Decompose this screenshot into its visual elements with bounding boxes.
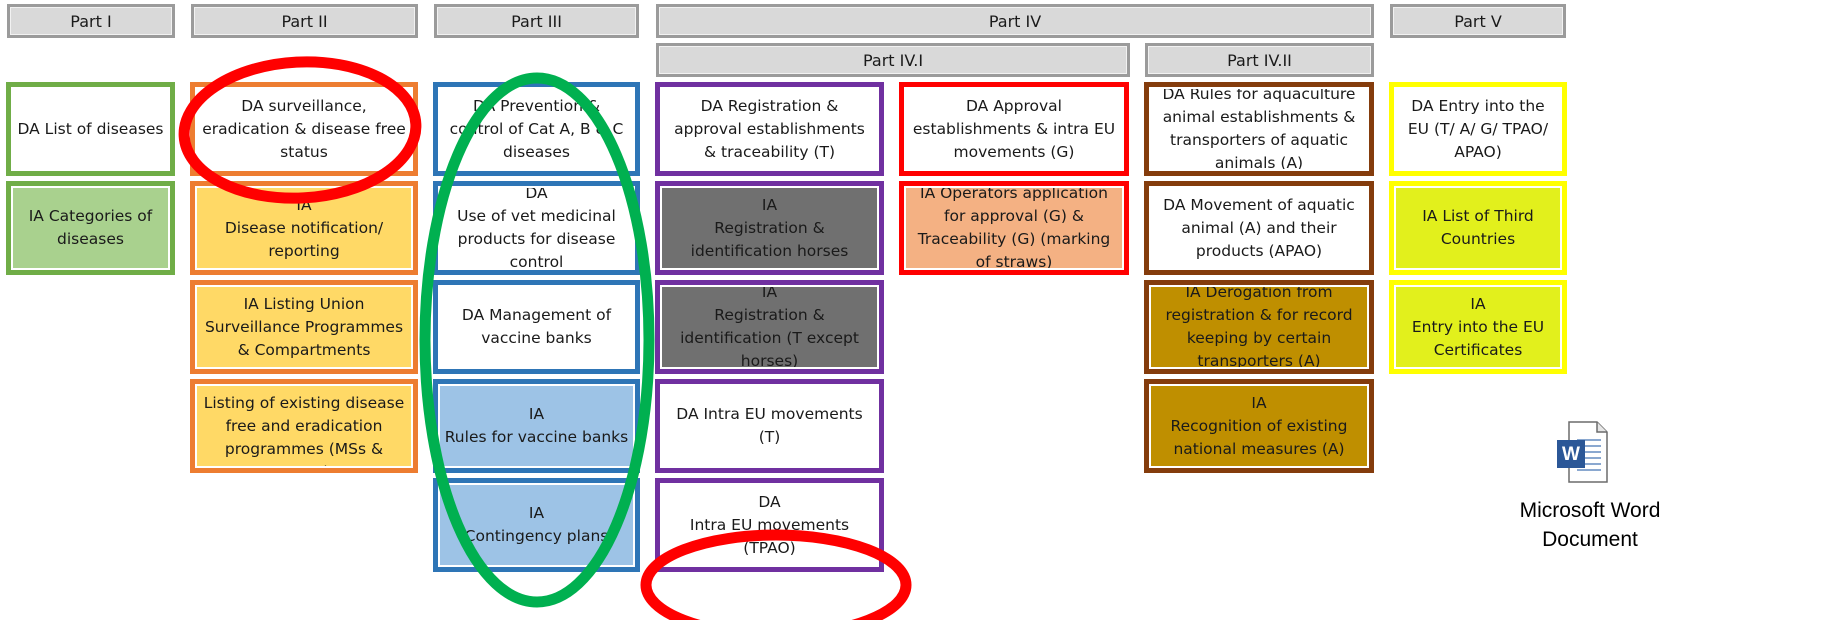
box-label: IA Contingency plans <box>438 483 635 567</box>
box-label: DA surveillance, eradication & disease f… <box>195 87 413 171</box>
box-label: DA Intra EU movements (TPAO) <box>660 483 879 567</box>
box-ia-listing-union-surveillance: IA Listing Union Surveillance Programmes… <box>190 280 418 374</box>
box-ia-disease-notification: IA Disease notification/ reporting <box>190 181 418 275</box>
header-label: Part II <box>194 7 415 35</box>
header-label: Part IV <box>659 7 1371 35</box>
box-da-rules-aquaculture: DA Rules for aquaculture animal establis… <box>1144 82 1374 176</box>
box-da-registration-approval: DA Registration & approval establishment… <box>655 82 884 176</box>
box-ia-operators-application: IA Operators application for approval (G… <box>899 181 1129 275</box>
box-ia-list-third-countries: IA List of Third Countries <box>1389 181 1567 275</box>
box-da-prevention-control: DA Prevention & control of Cat A, B & C … <box>433 82 640 176</box>
box-da-management-vaccine-banks: DA Management of vaccine banks <box>433 280 640 374</box>
box-label: DA List of diseases <box>11 87 170 171</box>
box-label: IA Categories of diseases <box>11 186 170 270</box>
word-document-label: Microsoft Word Document <box>1519 499 1661 551</box>
box-ia-contingency-plans: IA Contingency plans <box>433 478 640 572</box>
box-da-vet-medicinal-products: DA Use of vet medicinal products for dis… <box>433 181 640 275</box>
box-label: IA Operators application for approval (G… <box>904 186 1124 270</box>
box-label: DA Management of vaccine banks <box>438 285 635 369</box>
box-da-movement-aquatic: DA Movement of aquatic animal (A) and th… <box>1144 181 1374 275</box>
box-label: DA Prevention & control of Cat A, B & C … <box>438 87 635 171</box>
box-ia-registration-except-horses: IA Registration & identification (T exce… <box>655 280 884 374</box>
box-da-entry-into-eu: DA Entry into the EU (T/ A/ G/ TPAO/ APA… <box>1389 82 1567 176</box>
box-label: IA List of Third Countries <box>1394 186 1562 270</box>
box-label: IA Registration & identification horses <box>660 186 879 270</box>
box-label: DA Registration & approval establishment… <box>660 87 879 171</box>
box-ia-derogation: IA Derogation from registration & for re… <box>1144 280 1374 374</box>
box-da-surveillance: DA surveillance, eradication & disease f… <box>190 82 418 176</box>
embedded-word-document[interactable]: W Microsoft Word Document <box>1500 420 1700 560</box>
header-label: Part V <box>1393 7 1563 35</box>
box-ia-entry-certificates: IA Entry into the EU Certificates <box>1389 280 1567 374</box>
box-ia-rules-vaccine-banks: IA Rules for vaccine banks <box>433 379 640 473</box>
header-label: Part IV.I <box>659 46 1127 74</box>
header-part-iv: Part IV <box>656 4 1374 38</box>
box-label: IA Listing of existing disease free and … <box>195 384 413 468</box>
box-da-approval-establishments: DA Approval establishments & intra EU mo… <box>899 82 1129 176</box>
box-label: IA Rules for vaccine banks <box>438 384 635 468</box>
box-label: DA Use of vet medicinal products for dis… <box>438 186 635 270</box>
box-label: DA Approval establishments & intra EU mo… <box>904 87 1124 171</box>
header-label: Part IV.II <box>1148 46 1371 74</box>
box-label: IA Listing Union Surveillance Programmes… <box>195 285 413 369</box>
header-part-iii: Part III <box>434 4 639 38</box>
header-label: Part III <box>437 7 636 35</box>
header-part-i: Part I <box>7 4 175 38</box>
header-part-v: Part V <box>1390 4 1566 38</box>
box-label: DA Entry into the EU (T/ A/ G/ TPAO/ APA… <box>1394 87 1562 171</box>
box-ia-recognition-national-measures: IA Recognition of existing national meas… <box>1144 379 1374 473</box>
box-ia-registration-horses: IA Registration & identification horses <box>655 181 884 275</box>
svg-text:W: W <box>1562 444 1580 465</box>
box-label: IA Disease notification/ reporting <box>195 186 413 270</box>
box-ia-listing-existing-programmes: IA Listing of existing disease free and … <box>190 379 418 473</box>
box-label: IA Recognition of existing national meas… <box>1149 384 1369 468</box>
box-label: IA Registration & identification (T exce… <box>660 285 879 369</box>
box-label: DA Movement of aquatic animal (A) and th… <box>1149 186 1369 270</box>
box-ia-categories-of-diseases: IA Categories of diseases <box>6 181 175 275</box>
box-da-intra-eu-movements-t: DA Intra EU movements (T) <box>655 379 884 473</box>
box-label: IA Entry into the EU Certificates <box>1394 285 1562 369</box>
box-label: IA Derogation from registration & for re… <box>1149 285 1369 369</box>
header-label: Part I <box>10 7 172 35</box>
box-label: DA Rules for aquaculture animal establis… <box>1149 87 1369 171</box>
box-label: DA Intra EU movements (T) <box>660 384 879 468</box>
header-part-iv-ii: Part IV.II <box>1145 43 1374 77</box>
box-da-list-of-diseases: DA List of diseases <box>6 82 175 176</box>
header-part-iv-i: Part IV.I <box>656 43 1130 77</box>
header-part-ii: Part II <box>191 4 418 38</box>
box-da-intra-eu-movements-tpao: DA Intra EU movements (TPAO) <box>655 478 884 572</box>
word-document-icon[interactable]: W <box>1555 420 1609 484</box>
